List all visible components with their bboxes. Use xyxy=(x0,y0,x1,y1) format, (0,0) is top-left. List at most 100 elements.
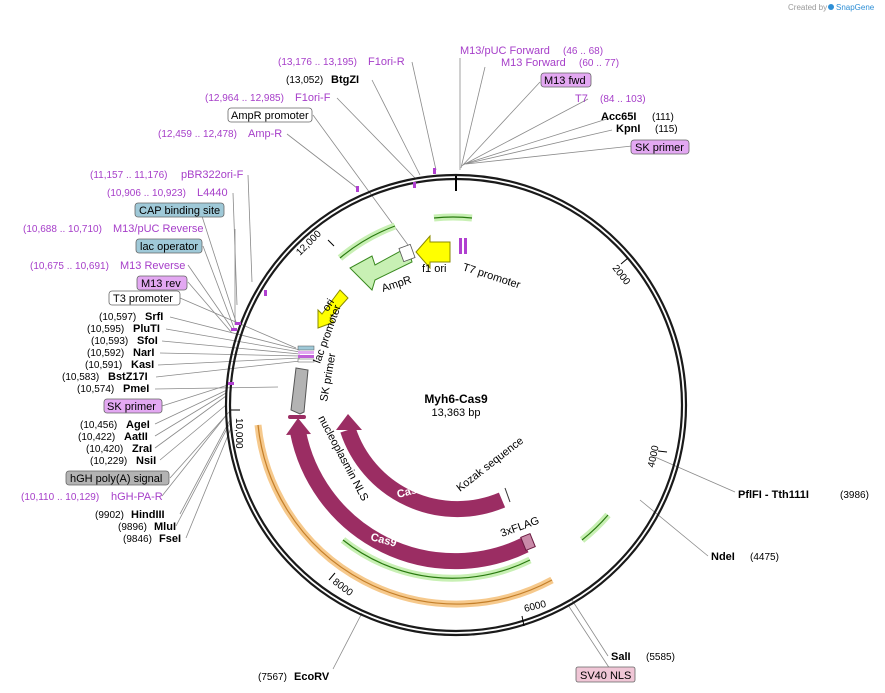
label-m13-puc-reverse[interactable]: M13/pUC Reverse xyxy=(113,223,203,235)
pos-f1ori-f: (12,964 .. 12,985) xyxy=(205,93,284,104)
label-sk-primer-left[interactable]: SK primer xyxy=(107,401,156,413)
label-agei[interactable]: AgeI xyxy=(126,419,150,431)
label-kasi[interactable]: KasI xyxy=(131,359,154,371)
ori-feature xyxy=(317,289,349,329)
pos-nsii: (10,229) xyxy=(90,456,127,467)
lac-operator-feature xyxy=(297,345,315,351)
cas9-inner-feature xyxy=(340,427,506,518)
pos-l4440: (10,906 .. 10,923) xyxy=(107,188,186,199)
label-ampr-promoter[interactable]: AmpR promoter xyxy=(231,110,309,122)
ampr-feature xyxy=(349,246,413,291)
tick-label-6000: 6000 xyxy=(523,599,548,615)
label-pmei[interactable]: PmeI xyxy=(123,383,149,395)
pos-pflfi-tth111i: (3986) xyxy=(840,490,869,501)
label-mlui[interactable]: MluI xyxy=(154,521,176,533)
label-f1ori-r[interactable]: F1ori-R xyxy=(368,56,405,68)
label-sfoi[interactable]: SfoI xyxy=(137,335,158,347)
pos-pmei: (10,574) xyxy=(77,384,114,395)
label-pbr322ori-f[interactable]: pBR322ori-F xyxy=(181,169,244,181)
label-aatii[interactable]: AatII xyxy=(124,431,148,443)
label-amp-r[interactable]: Amp-R xyxy=(248,128,282,140)
primer-marks xyxy=(228,168,436,385)
tick-label-2000: 2000 xyxy=(610,263,633,288)
label-hindiii[interactable]: HindIII xyxy=(131,509,165,521)
label-l4440[interactable]: L4440 xyxy=(197,187,228,199)
pos-fsei: (9846) xyxy=(123,534,152,545)
pos-acc65i: (111) xyxy=(652,112,674,123)
pos-m13-puc-reverse: (10,688 .. 10,710) xyxy=(23,224,102,235)
label-lac-operator[interactable]: lac operator xyxy=(140,241,198,253)
pos-btgzi: (13,052) xyxy=(286,75,323,86)
pos-m13-forward: (60 .. 77) xyxy=(579,58,619,69)
pos-pbr322ori-f: (11,157 .. 11,176) xyxy=(90,170,167,181)
tick-label-4000: 4000 xyxy=(646,444,661,468)
pos-pluti: (10,595) xyxy=(87,324,124,335)
pos-f1ori-r: (13,176 .. 13,195) xyxy=(278,57,357,68)
orange-band-line xyxy=(257,424,553,605)
label-m13-rev[interactable]: M13 rev xyxy=(141,278,181,290)
pos-kasi: (10,591) xyxy=(85,360,122,371)
tick-label-10000: 10,000 xyxy=(233,418,244,449)
label-f1ori-f[interactable]: F1ori-F xyxy=(295,92,331,104)
pos-kpni: (115) xyxy=(655,124,678,135)
label-m13-reverse[interactable]: M13 Reverse xyxy=(120,260,185,272)
backbone-outer xyxy=(224,173,688,637)
label-hgh-polya-signal[interactable]: hGH poly(A) signal xyxy=(70,473,162,485)
t3-promoter-feature xyxy=(297,358,315,363)
label-sv40-nls[interactable]: SV40 NLS xyxy=(580,670,631,682)
pos-nari: (10,592) xyxy=(87,348,124,359)
label-t7[interactable]: T7 xyxy=(575,93,588,105)
pos-sali: (5585) xyxy=(646,652,675,663)
label-ndei[interactable]: NdeI xyxy=(711,551,735,563)
nls-small-feature xyxy=(288,415,306,419)
snapgene-logo-icon xyxy=(828,4,834,10)
f1-ori-feature xyxy=(415,234,451,270)
label-btgzi[interactable]: BtgZI xyxy=(331,74,359,86)
label-bstz17i[interactable]: BstZ17I xyxy=(108,371,148,383)
label-m13-fwd[interactable]: M13 fwd xyxy=(544,75,586,87)
pos-ecorv: (7567) xyxy=(258,672,287,683)
kozak-label: Kozak sequence xyxy=(454,435,525,495)
right-labels: M13/pUC Forward (46 .. 68) M13 Forward (… xyxy=(258,45,869,683)
plasmid-name: Myh6-Cas9 xyxy=(424,392,488,406)
flag-feature xyxy=(520,532,536,552)
pos-zrai: (10,420) xyxy=(86,444,123,455)
t7-promoter-feature xyxy=(459,238,462,254)
flag-label: 3xFLAG xyxy=(499,515,541,540)
t7-promoter-label: T7 promoter xyxy=(461,261,522,291)
watermark-created-by: Created by xyxy=(788,3,827,12)
pos-srfi: (10,597) xyxy=(99,312,136,323)
label-srfi[interactable]: SrfI xyxy=(145,311,163,323)
label-zrai[interactable]: ZraI xyxy=(132,443,152,455)
ampr-label: AmpR xyxy=(380,274,413,295)
label-hgh-pa-r[interactable]: hGH-PA-R xyxy=(111,491,163,503)
plasmid-length: 13,363 bp xyxy=(432,407,481,419)
label-ecorv[interactable]: EcoRV xyxy=(294,671,330,683)
pos-bstz17i: (10,583) xyxy=(62,372,99,383)
pos-agei: (10,456) xyxy=(80,420,117,431)
label-acc65i[interactable]: Acc65I xyxy=(601,111,636,123)
label-nsii[interactable]: NsiI xyxy=(136,455,156,467)
label-sk-primer-right[interactable]: SK primer xyxy=(635,142,684,154)
label-sali[interactable]: SalI xyxy=(611,651,631,663)
label-pluti[interactable]: PluTI xyxy=(133,323,160,335)
label-m13-puc-forward[interactable]: M13/pUC Forward xyxy=(460,45,550,57)
pos-hindiii: (9902) xyxy=(95,510,124,521)
pos-hgh-pa-r: (10,110 .. 10,129) xyxy=(21,492,99,503)
pos-m13-puc-forward: (46 .. 68) xyxy=(563,46,603,57)
f1-ori-label: f1 ori xyxy=(422,263,446,275)
label-t3-promoter[interactable]: T3 promoter xyxy=(113,293,173,305)
label-pflfi-tth111i[interactable]: PflFI - Tth111I xyxy=(738,489,809,501)
pos-aatii: (10,422) xyxy=(78,432,115,443)
pos-t7: (84 .. 103) xyxy=(600,94,646,105)
pos-m13-reverse: (10,675 .. 10,691) xyxy=(30,261,109,272)
label-kpni[interactable]: KpnI xyxy=(616,123,640,135)
label-nari[interactable]: NarI xyxy=(133,347,154,359)
left-labels: (13,176 .. 13,195) F1ori-R (13,052) BtgZ… xyxy=(21,56,405,545)
tick-marks xyxy=(231,239,668,627)
label-m13-forward[interactable]: M13 Forward xyxy=(501,57,566,69)
label-cap-binding-site[interactable]: CAP binding site xyxy=(139,205,220,217)
pos-ndei: (4475) xyxy=(750,552,779,563)
label-fsei[interactable]: FseI xyxy=(159,533,181,545)
